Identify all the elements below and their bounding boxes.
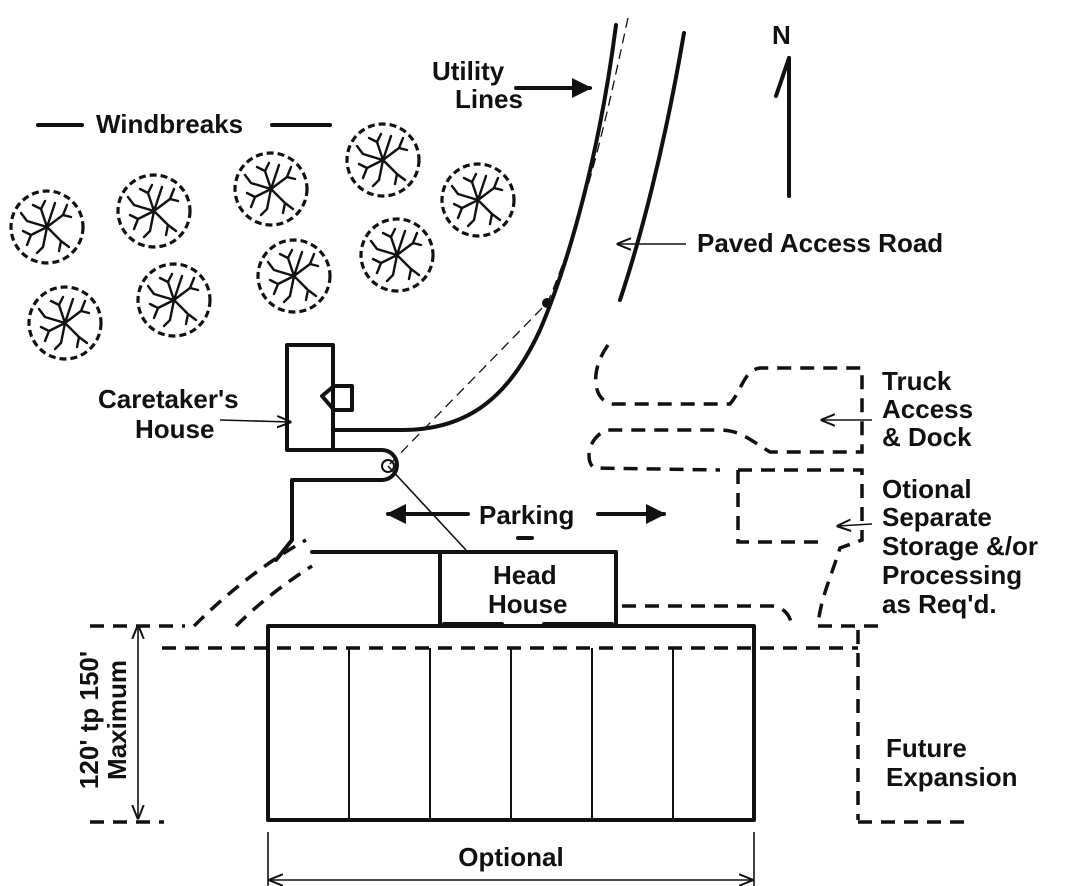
tree-icon <box>233 151 309 227</box>
north-arrow: N <box>772 20 791 198</box>
tree-icon <box>9 189 85 265</box>
dimension-label-line1: 120' tp 150' <box>74 651 104 789</box>
future-expansion-area: Future Expansion <box>90 624 1017 824</box>
truck-label-line2: Access <box>882 394 973 424</box>
width-label: Optional <box>458 842 563 872</box>
tree-icon <box>27 285 103 361</box>
north-label: N <box>772 20 791 50</box>
tree-icon <box>116 173 192 249</box>
future-expansion-label-line2: Expansion <box>886 762 1017 792</box>
tree-icon <box>136 262 212 338</box>
utility-label-line1: Utility <box>432 56 505 86</box>
head-house-label-line1: Head <box>493 560 557 590</box>
optional-label-line3: Storage &/or <box>882 531 1038 561</box>
head-house: Head House <box>310 550 794 627</box>
utility-lines: Utility Lines <box>387 17 629 551</box>
depth-dimension: 120' tp 150' Maximum <box>74 626 138 818</box>
parking: Parking <box>192 500 666 628</box>
tree-icon <box>256 238 332 314</box>
caretakers-house-label-line1: Caretaker's <box>98 384 239 414</box>
dimension-label-line2: Maximum <box>102 660 132 780</box>
optional-label-line2: Separate <box>882 502 992 532</box>
windbreaks-label: Windbreaks <box>96 109 243 139</box>
optional-storage-area: Otional Separate Storage &/or Processing… <box>736 468 1038 627</box>
utility-label-line2: Lines <box>455 84 523 114</box>
optional-label-line1: Otional <box>882 474 972 504</box>
windbreak-trees <box>9 122 516 361</box>
tree-icon <box>440 162 516 238</box>
truck-label-line3: & Dock <box>882 422 972 452</box>
paved-access-road: Paved Access Road <box>332 23 943 432</box>
optional-label-line4: Processing <box>882 560 1022 590</box>
windbreaks-label-group: Windbreaks <box>36 109 332 139</box>
caretakers-house-label-line2: House <box>135 414 214 444</box>
head-house-label-line2: House <box>488 589 567 619</box>
greenhouse-block <box>266 624 756 822</box>
paved-access-road-label: Paved Access Road <box>697 228 943 258</box>
caretakers-house: Caretaker's House <box>98 343 399 562</box>
truck-access-dock: Truck Access & Dock <box>587 343 973 472</box>
tree-icon <box>359 217 435 293</box>
parking-label: Parking <box>479 500 574 530</box>
truck-label-line1: Truck <box>882 366 952 396</box>
optional-label-line5: as Req'd. <box>882 589 997 619</box>
width-dimension: Optional <box>267 832 755 886</box>
tree-icon <box>345 122 421 198</box>
future-expansion-label-line1: Future <box>886 733 967 763</box>
